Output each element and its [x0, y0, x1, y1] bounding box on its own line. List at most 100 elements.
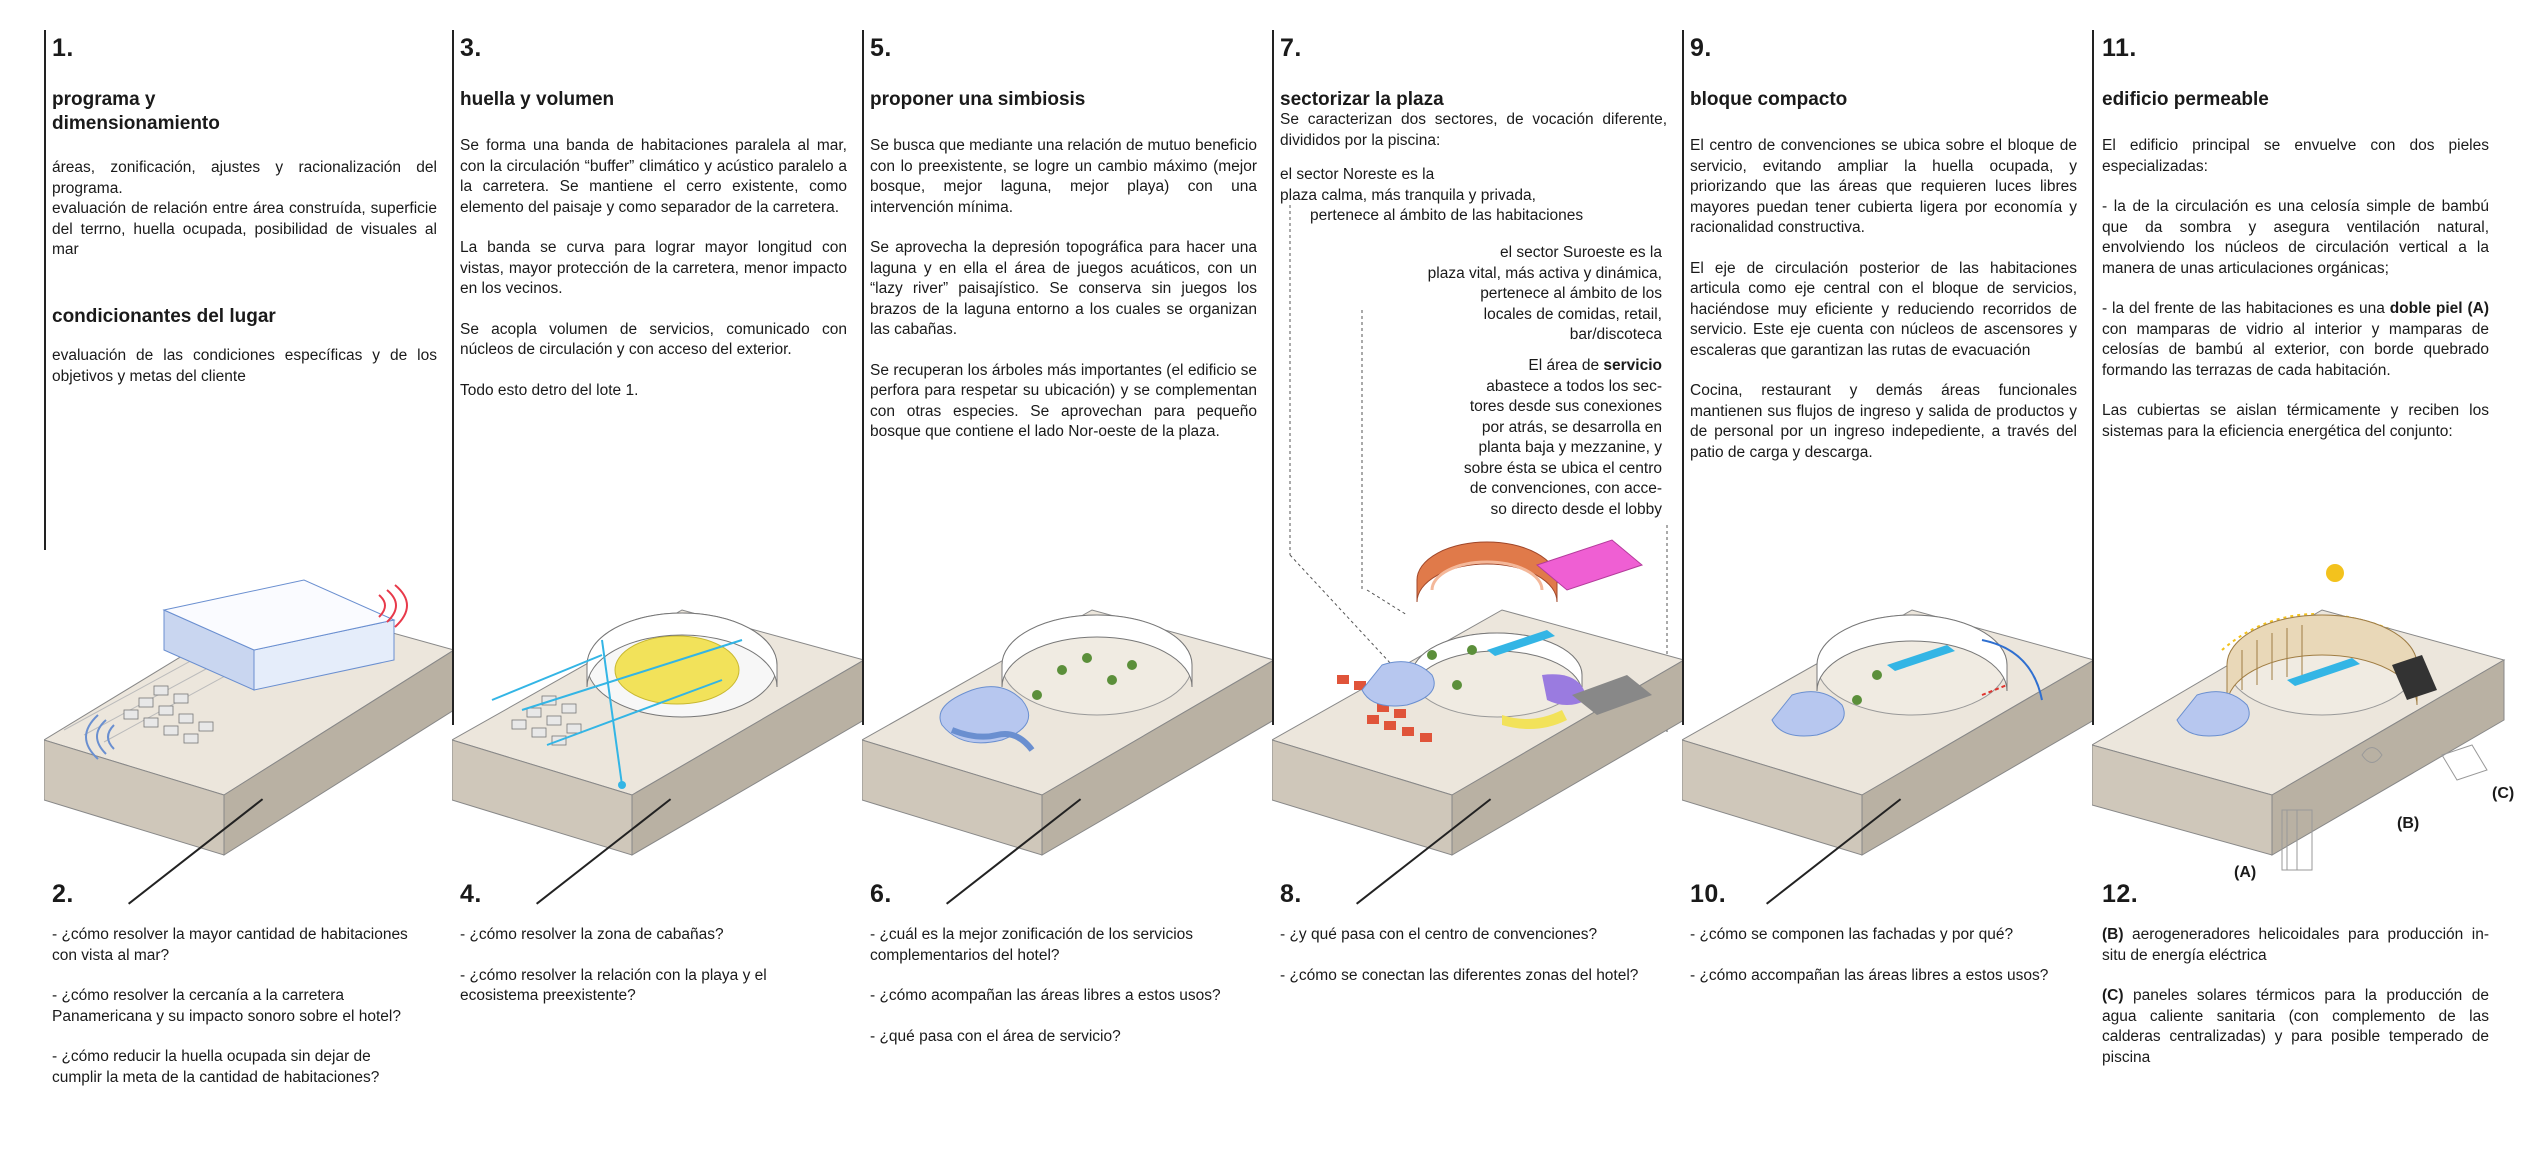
panel-text: El edificio principal se envuelve con do… [2102, 136, 2489, 462]
label-b: (B) [2397, 815, 2420, 832]
question: - ¿cómo resolver la zona de cabañas? [460, 926, 724, 943]
paragraph: - la del frente de las habitaciones es u… [2102, 299, 2489, 381]
paragraph: La banda se curva para lograr mayor long… [460, 239, 847, 297]
step-number: 5. [870, 34, 892, 62]
panel-11: 11. edificio permeable El edificio princ… [2092, 0, 2522, 1153]
servicio-pre: El área de [1528, 357, 1604, 374]
panel-divider [1682, 30, 1684, 725]
step-number: 4. [460, 880, 482, 908]
panel-title: huella y volumen [460, 89, 615, 110]
skin2-bold: doble piel (A) [2389, 300, 2489, 317]
energy-systems: (B) aerogeneradores helicoidales para pr… [2102, 925, 2489, 1088]
panel-9: 9. bloque compacto El centro de convenci… [1682, 0, 2096, 1153]
question: - ¿cómo resolver la mayor cantidad de ha… [52, 926, 408, 964]
panel-text: Se busca que mediante una relación de mu… [870, 136, 1257, 463]
item-b-label: (B) [2102, 926, 2124, 943]
step-number: 7. [1280, 34, 1302, 62]
servicio-bold: servicio [1603, 357, 1662, 374]
panel-text: El centro de convenciones se ubica sobre… [1690, 136, 2077, 483]
servicio-line: tores desde sus conexiones [1469, 398, 1662, 415]
panel-divider [44, 30, 46, 550]
servicio-line: planta baja y mezzanine, y [1478, 439, 1662, 456]
panel-title: programa y dimensionamiento [52, 89, 220, 134]
sector-suroeste: el sector Suroeste es la plaza vital, má… [1372, 243, 1662, 346]
sector-line: pertenece al ámbito de las habitaciones [1310, 207, 1584, 224]
question: - ¿cómo se componen las fachadas y por q… [1690, 926, 2014, 943]
question: - ¿cómo accompañan las áreas libres a es… [1690, 966, 2049, 984]
sector-line: el sector Suroeste es la [1500, 244, 1662, 261]
sector-line: plaza vital, más activa y dinámica, [1427, 264, 1662, 282]
panel-5: 5. proponer una simbiosis Se busca que m… [862, 0, 1276, 1153]
servicio-line: por atrás, se desarrolla en [1481, 418, 1662, 436]
step-number: 9. [1690, 34, 1712, 62]
item-c: (C) paneles solares térmicos para la pro… [2102, 986, 2489, 1068]
question: - ¿cuál es la mejor zonificación de los … [870, 926, 1194, 964]
item-c-label: (C) [2102, 987, 2124, 1004]
paragraph: Se busca que mediante una relación de mu… [870, 137, 1257, 216]
sector-line: pertenece al ámbito de los [1480, 285, 1662, 302]
panel-subtext: evaluación de las condiciones específica… [52, 347, 437, 385]
step-number: 1. [52, 34, 74, 62]
paragraph: Todo esto detro del lote 1. [460, 381, 639, 399]
step-number: 2. [52, 880, 74, 908]
question: - ¿cómo se conectan las diferentes zonas… [1280, 966, 1639, 984]
question: - ¿cómo resolver la relación con la play… [460, 966, 767, 1005]
paragraph: Se recuperan los árboles más importantes… [870, 361, 1257, 441]
panel-7: 7. sectorizar la plaza Se caracterizan d… [1272, 0, 1686, 1153]
skin2-pre: - la del frente de las habitaciones es u… [2102, 300, 2390, 317]
skin2-post: con mamparas de vidrio al interior y mam… [2102, 320, 2489, 379]
question: - ¿cómo acompañan las áreas libres a est… [870, 987, 1221, 1004]
questions: - ¿cuál es la mejor zonificación de los … [870, 925, 1255, 1067]
label-a: (A) [2234, 864, 2257, 881]
panel-divider [452, 30, 454, 725]
step-number: 8. [1280, 880, 1302, 908]
sector-line: locales de comidas, retail, [1483, 305, 1662, 323]
step-number: 11. [2102, 34, 2137, 62]
panel-divider [1272, 30, 1274, 725]
question: - ¿qué pasa con el área de servicio? [870, 1027, 1121, 1045]
sector-line: bar/discoteca [1569, 326, 1662, 343]
servicio-line: so directo desde el lobby [1490, 500, 1662, 518]
panel-intro: Se caracterizan dos sectores, de vocació… [1280, 111, 1667, 149]
question: - ¿cómo reducir la huella ocupada sin de… [52, 1048, 380, 1086]
servicio-line: El área de servicio [1412, 356, 1662, 377]
step-number: 6. [870, 880, 892, 908]
panel-3: 3. huella y volumen Se forma una banda d… [452, 0, 866, 1153]
paragraph: El edificio principal se envuelve con do… [2102, 137, 2489, 175]
sector-line: el sector Noreste es la [1280, 166, 1435, 183]
paragraph: evaluación de relación entre área constr… [52, 200, 437, 258]
panel-title: sectorizar la plaza [1280, 89, 1444, 110]
step-number: 3. [460, 34, 482, 62]
panel-title: proponer una simbiosis [870, 89, 1086, 110]
diagram-plaza-sectors [1272, 205, 1684, 856]
step-number: 10. [1690, 880, 1727, 908]
panel-text: áreas, zonificación, ajustes y racionali… [52, 158, 437, 281]
sector-line: plaza calma, más tranquila y privada, [1280, 186, 1536, 204]
item-c-text: paneles solares térmicos para la producc… [2102, 987, 2489, 1066]
questions: - ¿cómo se componen las fachadas y por q… [1690, 925, 2075, 1006]
servicio-line: de convenciones, con acce- [1469, 480, 1662, 497]
diagram-permeable-building [2092, 564, 2506, 871]
question: - ¿y qué pasa con el centro de convencio… [1280, 926, 1598, 943]
panel-divider [862, 30, 864, 725]
sector-noreste: el sector Noreste es la plaza calma, más… [1280, 165, 1600, 227]
panel-text: Se forma una banda de habitaciones paral… [460, 136, 847, 421]
item-b-text: aerogeneradores helicoidales para produc… [2102, 926, 2489, 964]
diagram-site-program [44, 579, 454, 856]
paragraph: Se aprovecha la depresión topográfica pa… [870, 239, 1257, 338]
paragraph: Cocina, restaurant y demás áreas funcion… [1690, 382, 2077, 461]
servicio-line: sobre ésta se ubica el centro [1463, 459, 1662, 477]
questions: - ¿y qué pasa con el centro de convencio… [1280, 925, 1665, 1006]
diagram-footprint-volume [452, 609, 864, 856]
questions: - ¿cómo resolver la mayor cantidad de ha… [52, 925, 417, 1108]
paragraph: Se acopla volumen de servicios, comunica… [460, 320, 847, 359]
item-b: (B) aerogeneradores helicoidales para pr… [2102, 925, 2489, 966]
area-servicio: El área de servicio abastece a todos los… [1412, 356, 1662, 520]
panel-1: 1. programa y dimensionamiento áreas, zo… [44, 0, 458, 1153]
label-c: (C) [2492, 785, 2515, 802]
paragraph: Las cubiertas se aislan térmicamente y r… [2102, 402, 2489, 440]
panel-title: edificio permeable [2102, 89, 2269, 110]
paragraph: - la de la circulación es una celosía si… [2102, 198, 2489, 277]
diagram-symbiosis [862, 609, 1274, 856]
paragraph: El centro de convenciones se ubica sobre… [1690, 137, 2077, 236]
